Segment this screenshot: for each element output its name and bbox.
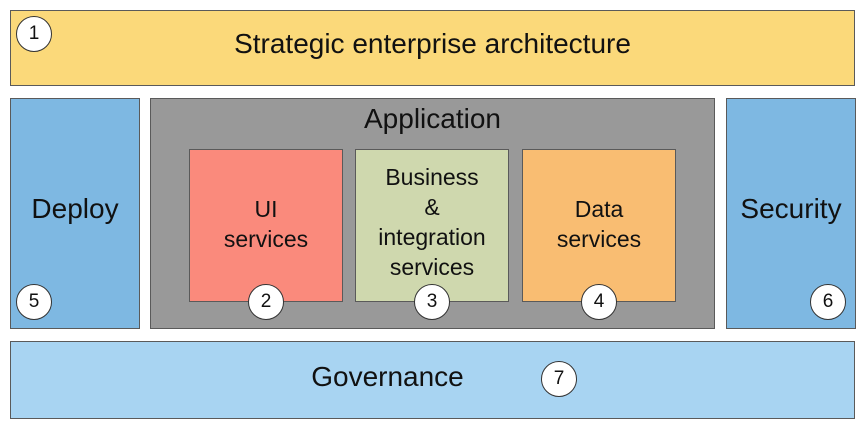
data-services-label-line: services <box>556 226 642 252</box>
governance-label: Governance <box>311 361 464 392</box>
business-integration-services-label: Business & integration services <box>356 162 508 282</box>
application-label: Application <box>364 103 501 134</box>
business-integration-services-box: Business & integration services <box>355 149 509 302</box>
data-services-box: Data services <box>522 149 676 302</box>
number-badge-1: 1 <box>16 16 52 52</box>
governance-box: Governance <box>10 341 855 419</box>
ui-services-label-line: services <box>223 226 309 252</box>
data-services-label: Data services <box>523 194 675 254</box>
number-badge-3: 3 <box>414 284 450 320</box>
number-badge-6: 6 <box>810 284 846 320</box>
business-services-label-line: Business <box>385 164 479 190</box>
number-badge-7: 7 <box>541 361 577 397</box>
strategic-architecture-label: Strategic enterprise architecture <box>234 28 631 59</box>
number-badge-2: 2 <box>248 284 284 320</box>
strategic-architecture-box: Strategic enterprise architecture <box>10 10 855 86</box>
business-services-label-line: & <box>424 194 440 220</box>
business-services-label-line: services <box>389 254 475 280</box>
ui-services-box: UI services <box>189 149 343 302</box>
number-badge-4: 4 <box>581 284 617 320</box>
business-services-label-line: integration <box>378 224 486 250</box>
security-label: Security <box>740 193 842 224</box>
ui-services-label: UI services <box>190 194 342 254</box>
data-services-label-line: Data <box>574 196 624 222</box>
deploy-label: Deploy <box>31 193 119 224</box>
ui-services-label-line: UI <box>254 196 278 222</box>
number-badge-5: 5 <box>16 284 52 320</box>
